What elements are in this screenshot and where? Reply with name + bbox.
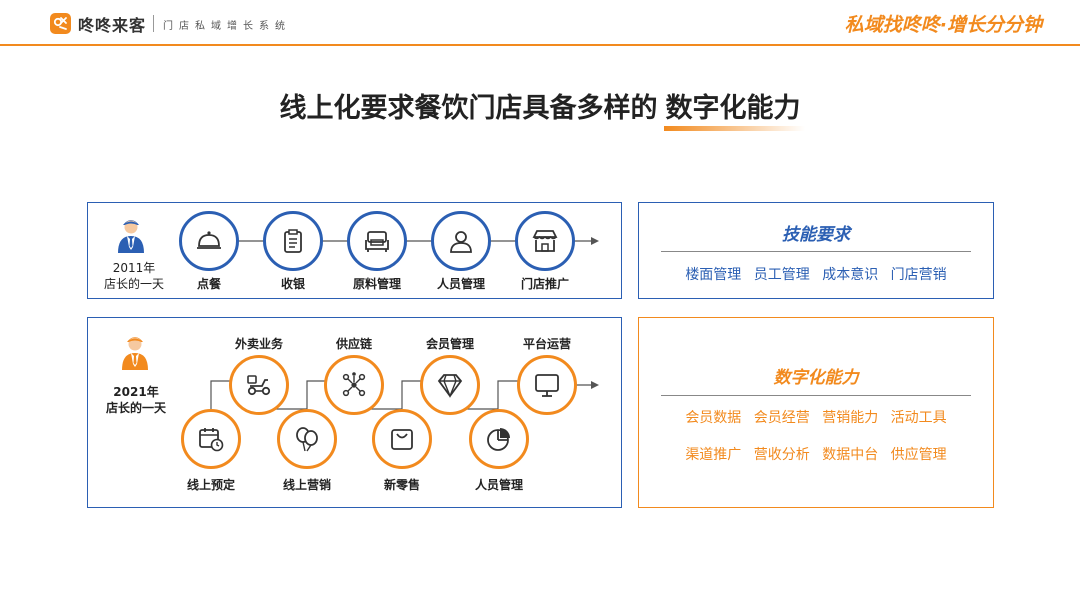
brand-name: 咚咚来客: [78, 16, 147, 35]
panel-2021: 2021年 店长的一天 外卖业务 供应链 会员管理 平台运营 线上预定 线上营销…: [87, 317, 622, 508]
node-online-booking: [181, 409, 241, 469]
skill-item: 成本意识: [822, 267, 879, 283]
top-bar: 咚咚来客 门店私域增长系统 私域找咚咚·增长分分钟: [0, 0, 1080, 46]
node-label: 供应链: [335, 337, 372, 351]
digital-row-2: 渠道推广 营收分析 数据中台 供应管理: [639, 444, 993, 464]
balloons-icon: [296, 427, 318, 452]
digital-item: 数据中台: [822, 447, 879, 463]
node-membership: [420, 355, 480, 415]
title-main: 线上化要求餐饮门店具备多样的: [279, 93, 658, 124]
node-delivery: [229, 355, 289, 415]
year-2011-label: 2011年 店长的一天: [103, 261, 164, 291]
node-promotion: [515, 211, 575, 271]
digital-title: 数字化能力: [773, 368, 859, 388]
node-new-retail: [372, 409, 432, 469]
panel-2011: 2011年 店长的一天 点餐 收银 原料管理 人员管理 门店推广: [87, 202, 622, 299]
node-ordering: [179, 211, 239, 271]
node-label: 线上营销: [282, 478, 331, 492]
digital-item: 营收分析: [753, 447, 810, 463]
node-label: 线上预定: [186, 478, 235, 492]
digital-item: 会员经营: [753, 410, 810, 426]
skill-item: 楼面管理: [685, 267, 742, 283]
storefront-icon: [532, 230, 558, 252]
node-label: 收银: [280, 277, 305, 291]
node-label: 会员管理: [425, 337, 474, 351]
skills-divider: [661, 251, 971, 252]
shopping-bag-icon: [391, 429, 413, 450]
node-label: 平台运营: [522, 337, 571, 351]
digital-item: 会员数据: [685, 410, 742, 426]
digital-box: 数字化能力 会员数据 会员经营 营销能力 活动工具 渠道推广 营收分析 数据中台…: [638, 317, 994, 508]
node-label: 原料管理: [352, 277, 401, 291]
clipboard-icon: [284, 229, 302, 253]
manager-blue-icon: [118, 220, 144, 253]
diamond-icon: [437, 374, 463, 398]
slogan: 私域找咚咚·增长分分钟: [844, 14, 1042, 36]
network-icon: [342, 372, 366, 397]
brand-subtitle: 门店私域增长系统: [163, 21, 291, 32]
node-label: 门店推广: [520, 277, 569, 291]
node-cashier: [263, 211, 323, 271]
node-label: 点餐: [196, 277, 221, 291]
year-2021-label: 2021年 店长的一天: [105, 385, 166, 415]
skills-box: 技能要求 楼面管理 员工管理 成本意识 门店营销: [638, 202, 994, 299]
node-online-marketing: [277, 409, 337, 469]
header-divider: [153, 15, 154, 32]
node-staff: [431, 211, 491, 271]
calendar-clock-icon: [199, 428, 224, 452]
digital-item: 活动工具: [890, 410, 947, 426]
node-label: 新零售: [383, 478, 420, 492]
node-staff-mgmt: [469, 409, 529, 469]
node-label: 外卖业务: [234, 337, 283, 351]
brand-logo-icon: [50, 13, 71, 34]
node-supply-chain: [324, 355, 384, 415]
user-icon: [450, 231, 472, 253]
monitor-icon: [535, 374, 559, 397]
manager-orange-icon: [122, 337, 148, 370]
node-label: 人员管理: [436, 277, 485, 291]
sofa-icon: [365, 231, 389, 252]
skills-row: 楼面管理 员工管理 成本意识 门店营销: [639, 264, 993, 284]
digital-item: 渠道推广: [685, 447, 742, 463]
digital-divider: [661, 395, 971, 396]
digital-item: 营销能力: [822, 410, 879, 426]
skill-item: 员工管理: [753, 267, 810, 283]
cloche-icon: [197, 231, 221, 249]
skill-item: 门店营销: [890, 267, 947, 283]
title-highlight: 数字化能力: [663, 86, 805, 131]
slide-title: 线上化要求餐饮门店具备多样的数字化能力: [0, 86, 1080, 131]
node-label: 人员管理: [474, 478, 523, 492]
digital-item: 供应管理: [890, 447, 947, 463]
skills-title: 技能要求: [782, 225, 850, 245]
pie-chart-icon: [487, 428, 510, 451]
node-materials: [347, 211, 407, 271]
node-platform-ops: [517, 355, 577, 415]
scooter-icon: [247, 375, 271, 396]
digital-row-1: 会员数据 会员经营 营销能力 活动工具: [639, 407, 993, 427]
